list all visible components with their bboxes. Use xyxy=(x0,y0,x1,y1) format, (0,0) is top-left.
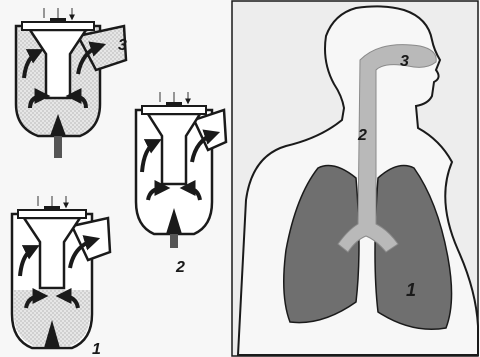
intake-arrows xyxy=(38,196,66,206)
nebulizer-diagram-3 xyxy=(16,8,126,158)
lid xyxy=(22,22,94,30)
vent-cap xyxy=(44,206,60,211)
label-mouth: 3 xyxy=(400,53,409,70)
air-tube xyxy=(170,234,178,248)
label-nebulizer-1: 1 xyxy=(92,341,101,357)
label-trachea: 2 xyxy=(357,127,367,144)
lid xyxy=(18,210,86,218)
lid xyxy=(142,106,206,114)
vent-cap xyxy=(50,18,66,23)
nebulizer-diagram-2 xyxy=(136,92,226,248)
vent-cap xyxy=(166,102,182,107)
intake-arrows xyxy=(160,92,188,102)
intake-arrows xyxy=(44,8,72,18)
label-nebulizer-2: 2 xyxy=(175,259,185,276)
respiratory-anatomy-panel: 3 2 1 xyxy=(232,1,478,356)
label-lungs: 1 xyxy=(406,280,416,300)
air-tube xyxy=(54,136,62,158)
label-nebulizer-3: 3 xyxy=(118,37,127,54)
nebulizer-diagram-1 xyxy=(12,196,110,348)
